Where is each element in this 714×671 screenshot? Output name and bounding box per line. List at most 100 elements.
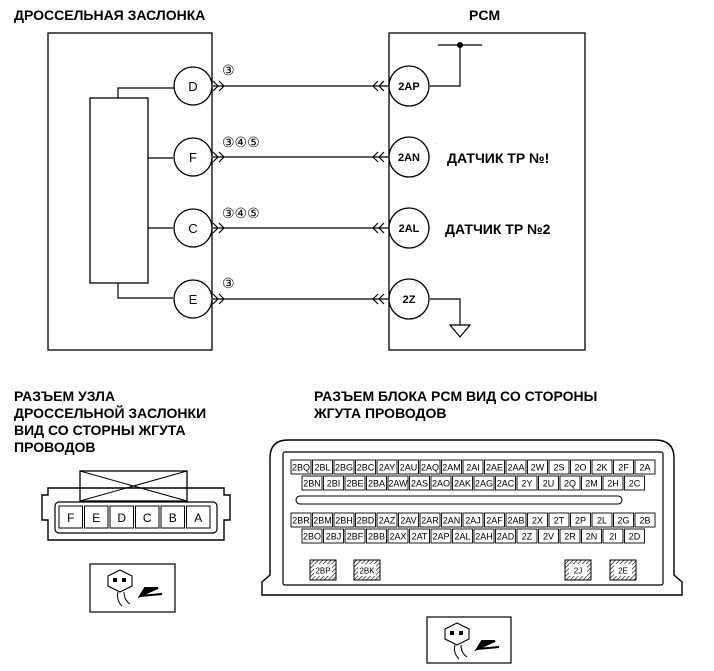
pcm-connector-pin-label: 2V — [543, 532, 554, 542]
tb-connector-pin-label: B — [169, 511, 177, 525]
wire-note-c: ③④⑤ — [222, 205, 260, 221]
pcm-title: PCM — [469, 7, 501, 23]
tb-connector-pin — [109, 505, 134, 529]
pcm-connector-pin-label: 2G — [617, 516, 629, 526]
pcm-connector-pin — [290, 459, 312, 475]
pcm-connector-pin — [538, 528, 559, 544]
pcm-connector-pin-label: 2BA — [368, 479, 385, 489]
pcm-connector-pin — [527, 459, 548, 475]
tb-connector-pin — [84, 505, 109, 529]
pcm-connector-pin-label: 2AY — [379, 463, 395, 473]
pcm-connector-pin-label: 2AD — [497, 532, 515, 542]
pcm-connector-pin-label: 2AQ — [421, 463, 439, 473]
pcm-connector-pin — [430, 475, 452, 491]
pcm-connector-pin — [366, 528, 387, 544]
pcm-connector-pin-label: 2Q — [564, 479, 576, 489]
pcm-connector-pin — [591, 459, 613, 475]
pcm-connector-pin-label: 2AF — [486, 516, 503, 526]
pcm-connector-pin-label: 2M — [585, 479, 598, 489]
pcm-connector-pin — [441, 512, 462, 528]
pcm-connector-pin-hatched-inner — [614, 564, 632, 576]
pcm-connector-pin-label: 2R — [564, 532, 576, 542]
pcm-connector-pin-label: 2AG — [475, 479, 493, 489]
pcm-connector-pin — [333, 512, 355, 528]
pcm-connector-pin — [613, 459, 634, 475]
pin-label-2al: 2AL — [399, 223, 420, 235]
throttle-connector-title-line-2: ДРОССЕЛЬНОЙ ЗАСЛОНКИ — [14, 405, 207, 421]
pcm-connector-pin-label: 2H — [607, 479, 619, 489]
tb-connector-pin-label: C — [143, 511, 152, 525]
pcm-connector-pin — [344, 475, 366, 491]
pcm-connector-pin — [570, 459, 591, 475]
pcm-connector-pin — [387, 475, 409, 491]
pcm-connector-pin-label: 2AZ — [379, 516, 396, 526]
wire-note-e: ③ — [222, 275, 235, 291]
pin-circle-2an — [388, 136, 430, 178]
connector-chevron-f-icon — [212, 151, 225, 163]
pcm-connector-pin-hatched-label: 2BK — [359, 567, 375, 576]
tb-connector-pin — [186, 505, 211, 529]
pin-circle-c — [173, 208, 213, 248]
connector-chevron-d-icon — [212, 80, 225, 92]
pcm-connector-pin — [419, 459, 441, 475]
pcm-connector-pin-label: 2BH — [335, 516, 353, 526]
pcm-connector-pin-label: 2AU — [400, 463, 418, 473]
pin-circle-2ap — [388, 65, 430, 107]
pcm-connector-pin-label: 2AL — [454, 532, 470, 542]
pcm-connector-pin-label: 2AX — [389, 532, 406, 542]
pcm-connector-pin-label: 2AP — [432, 532, 449, 542]
pin-label-c: C — [188, 221, 197, 236]
pcm-connector-pin — [516, 475, 538, 491]
pin-circle-d — [173, 66, 213, 106]
pcm-connector-pin-label: 2AS — [411, 479, 428, 489]
pin-label-e: E — [189, 292, 198, 307]
pcm-connector-pin — [634, 512, 656, 528]
pcm-connector-pin-label: 2BQ — [292, 463, 310, 473]
pcm-connector-pin — [602, 475, 624, 491]
pcm-connector-pin — [570, 512, 591, 528]
pcm-connector-pin-label: 2AO — [432, 479, 450, 489]
pcm-connector-pin — [376, 512, 398, 528]
pcm-connector-pin — [484, 459, 505, 475]
tb-connector-pin-label: A — [194, 511, 202, 525]
pcm-connector-pin-hatched-label: 2BP — [315, 567, 330, 576]
pcm-connector-pin — [376, 459, 398, 475]
sensor-lead-d — [117, 87, 193, 98]
pcm-connector-pin — [624, 528, 645, 544]
pcm-connector-pin-label: 2B — [639, 516, 650, 526]
pcm-connector-pin — [581, 528, 602, 544]
pcm-connector-pin — [495, 528, 516, 544]
pcm-connector-pin-label: 2T — [554, 516, 565, 526]
pcm-connector-pin — [548, 459, 570, 475]
pcm-connector-pin-hatched-inner — [569, 564, 587, 576]
pcm-connector-pin-label: 2BJ — [326, 532, 342, 542]
pcm-connector-pin-label: 2Z — [522, 532, 533, 542]
pcm-connector-pin-label: 2W — [531, 463, 545, 473]
pcm-connector-pin — [527, 512, 548, 528]
pcm-connector-pin-label: 2BD — [357, 516, 375, 526]
pcm-connector-pin — [634, 459, 656, 475]
pcm-connector-pin — [398, 512, 419, 528]
pcm-connector-pin — [323, 528, 344, 544]
pcm-connector-pin-label: 2U — [543, 479, 555, 489]
pcm-connector-pin — [409, 475, 430, 491]
pcm-connector-pin-label: 2A — [639, 463, 650, 473]
pcm-connector-pin — [495, 475, 516, 491]
connector-chevron-2an-icon — [372, 151, 385, 163]
pcm-power-lead — [430, 45, 461, 87]
pin-label-2z: 2Z — [403, 294, 416, 306]
pcm-connector-pin — [473, 528, 495, 544]
ground-icon — [448, 324, 472, 338]
pcm-connector-pin-label: 2K — [596, 463, 607, 473]
sensor-label-dot: · — [436, 141, 437, 146]
pcm-connector-pin-label: 2D — [629, 532, 641, 542]
pcm-connector-pin — [387, 528, 409, 544]
pin-circle-e — [173, 279, 213, 319]
pcm-connector-pin — [505, 512, 527, 528]
pcm-ground-lead — [430, 298, 461, 325]
pcm-connector-pin-label: 2BL — [314, 463, 330, 473]
pcm-connector-pin — [312, 512, 333, 528]
